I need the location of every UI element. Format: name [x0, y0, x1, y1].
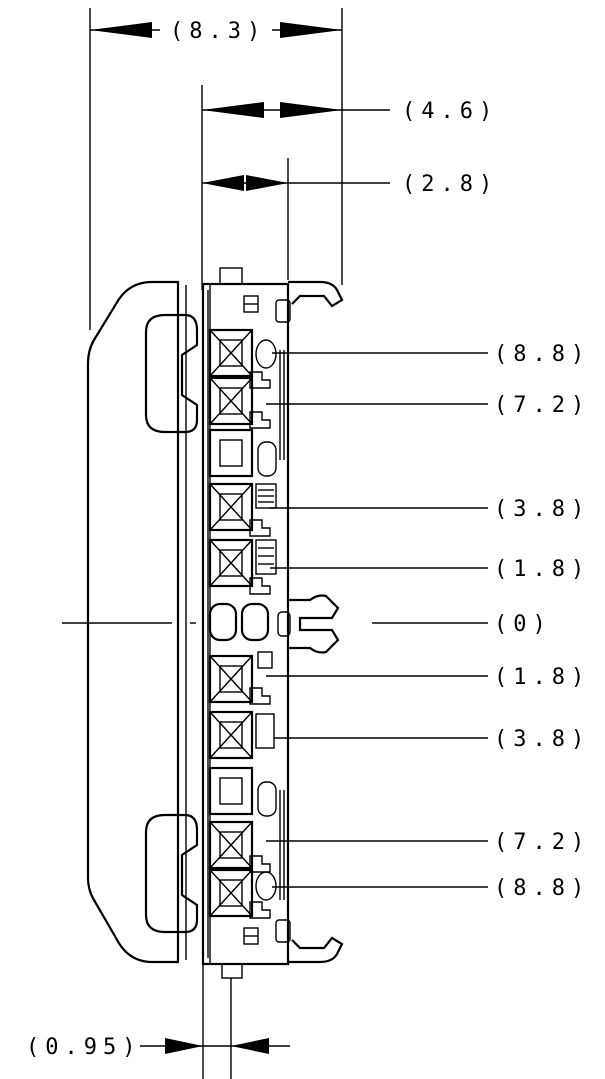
dim-label-pin-offset: (0.95) [26, 1035, 141, 1060]
right-dimensions: (8.8) (7.2) (3.8) (1.8) (0) (1.8) (3.8) … [266, 342, 590, 901]
cavity-4 [208, 482, 277, 537]
cavity-3 [208, 428, 277, 478]
dim-label-r1: (8.8) [494, 342, 590, 367]
dimension-overall-width: (8.3) [89, 8, 343, 330]
dim-label-latch-offset: (4.6) [402, 99, 498, 124]
cavity-6 [208, 651, 273, 705]
dim-label-r2: (7.2) [494, 393, 590, 418]
dimension-pin-offset: (0.95) [26, 964, 290, 1079]
cavity-1 [208, 328, 271, 389]
dim-label-overall-width: (8.3) [170, 19, 266, 44]
cavity-7 [208, 710, 275, 760]
dim-label-r5: (0) [494, 612, 552, 637]
dim-label-r9: (8.8) [494, 876, 590, 901]
dimension-latch-offset: (4.6) [201, 85, 498, 290]
terminal-cavities [208, 328, 277, 919]
dim-label-r3: (3.8) [494, 497, 590, 522]
dim-label-body-offset: (2.8) [402, 172, 498, 197]
center-ovals [208, 602, 270, 642]
cavity-9 [208, 820, 271, 873]
dim-label-r6: (1.8) [494, 665, 590, 690]
cavity-5 [208, 538, 277, 595]
dim-label-r8: (7.2) [494, 830, 590, 855]
cavity-8 [208, 766, 277, 817]
dim-label-r7: (3.8) [494, 727, 590, 752]
cavity-2 [208, 376, 271, 429]
dim-label-r4: (1.8) [494, 557, 590, 582]
cavity-10 [208, 868, 271, 919]
dimension-body-offset: (2.8) [202, 158, 498, 280]
